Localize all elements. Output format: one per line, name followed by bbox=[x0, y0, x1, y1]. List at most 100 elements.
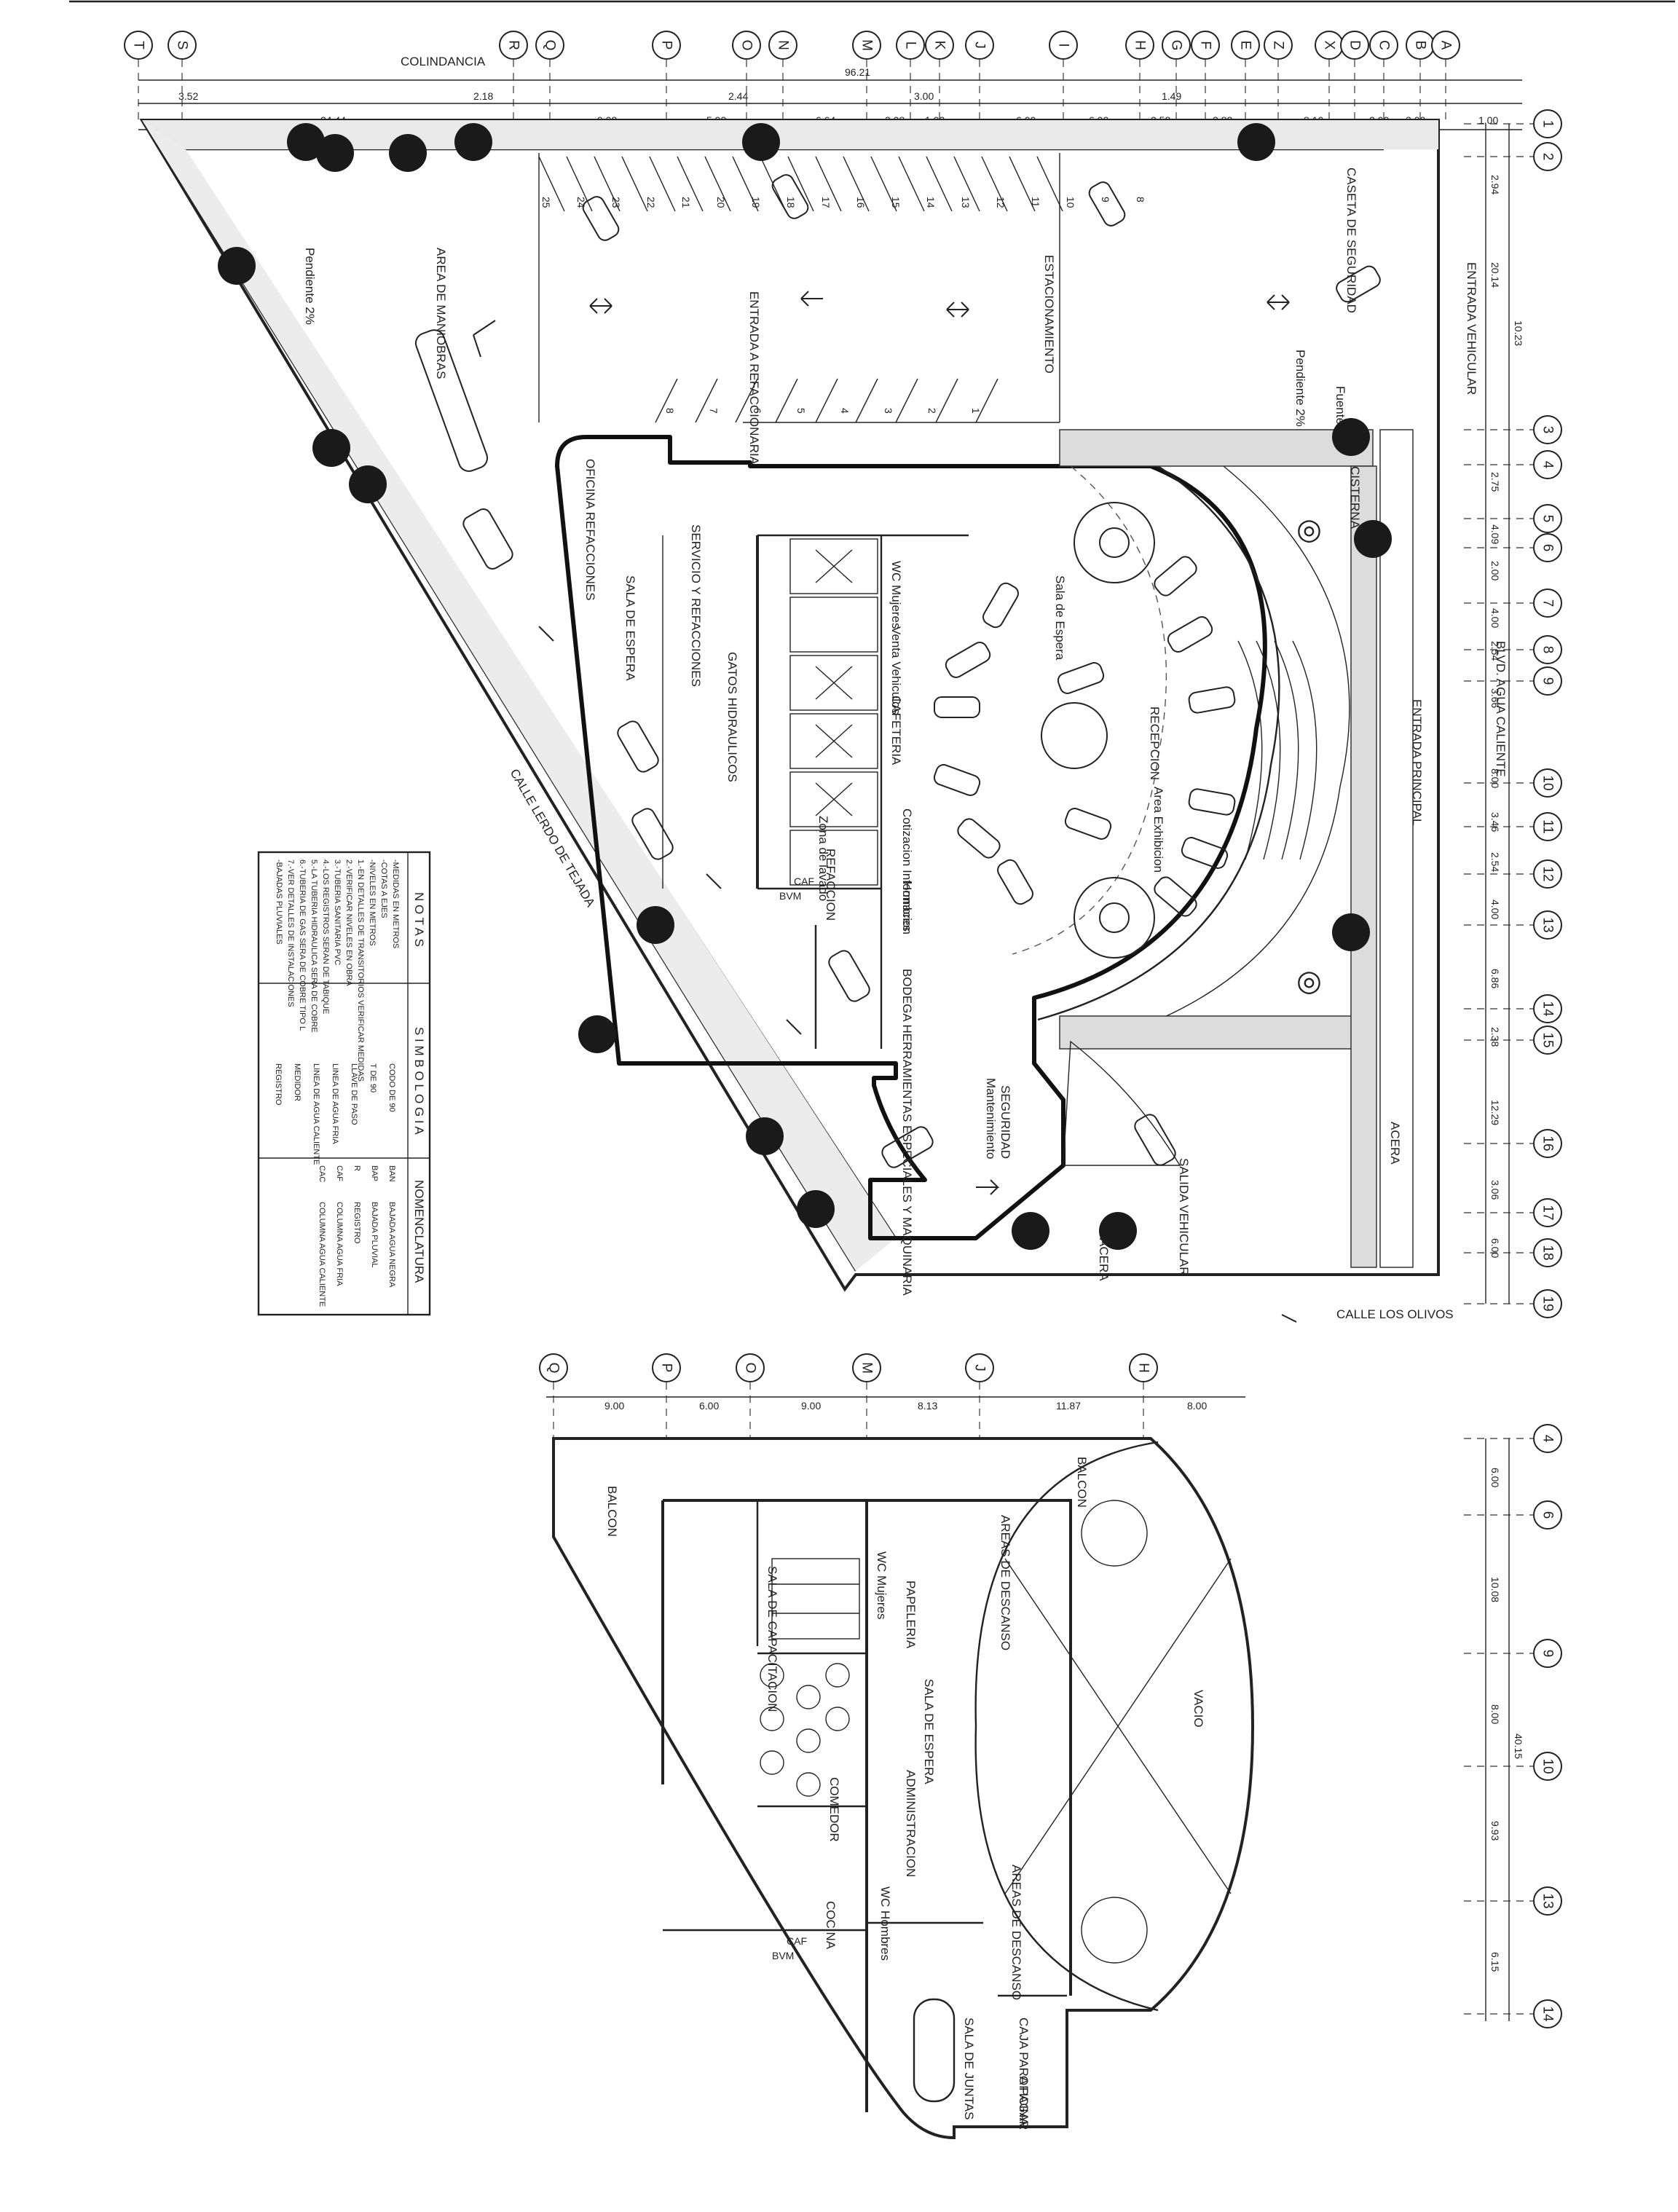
axis-right-17-16-label: 17 bbox=[1540, 1205, 1556, 1220]
stall-number-low-3: 3 bbox=[883, 408, 894, 414]
areas-descanso-top-label: AREAS DE DESCANSO bbox=[998, 1515, 1012, 1650]
cisterna-label: CISTERNA bbox=[1348, 466, 1362, 530]
axis-top-n-6-label: N bbox=[776, 40, 791, 50]
stall-number-17: 17 bbox=[820, 197, 832, 208]
nota-line-8: 6.-TUBERIA DE GAS SERA DE COBRE TIPO L bbox=[298, 859, 307, 1031]
nota-line-7: 5.-LA TUBERIA HIDRAULICA SERA DE COBRE bbox=[310, 859, 318, 1033]
axis-right-7-6-label: 7 bbox=[1540, 599, 1556, 607]
axis-right-19-18-label: 19 bbox=[1540, 1296, 1556, 1311]
oficina-refacciones-label: OFICINA REFACCIONES bbox=[583, 459, 597, 601]
stall-number-21: 21 bbox=[680, 197, 692, 208]
areas-descanso-bottom-label: AREAS DE DESCANSO bbox=[1009, 1865, 1023, 2000]
dim-right-3: 2.75 bbox=[1489, 472, 1501, 492]
axis-right-12-11-label: 12 bbox=[1540, 866, 1556, 881]
nota-line-10: -BAJADAS PLUVIALES bbox=[275, 859, 283, 945]
dim-upper-top-1: 6.00 bbox=[699, 1400, 719, 1412]
tree-12 bbox=[746, 1117, 784, 1155]
axis-upper-right-4-label: 4 bbox=[1540, 1435, 1556, 1443]
axis-top-o-5-label: O bbox=[739, 40, 755, 51]
sala-espera-left-label: SALA DE ESPERA bbox=[623, 575, 637, 681]
stall-number-23: 23 bbox=[610, 197, 622, 208]
axis-right-1-0-label: 1 bbox=[1540, 120, 1556, 128]
axis-right-15-14-label: 15 bbox=[1540, 1032, 1556, 1047]
dining-table-3 bbox=[796, 1685, 821, 1709]
dim-row1-3: 3.00 bbox=[914, 90, 934, 102]
dim-total: 96.21 bbox=[845, 66, 870, 78]
stall-number-low-8: 8 bbox=[664, 408, 676, 414]
axis-upper-right-6: 6 bbox=[1464, 1500, 1562, 1530]
axis-right-16-15-label: 16 bbox=[1540, 1135, 1556, 1151]
axis-right-11-10-label: 11 bbox=[1540, 819, 1556, 834]
stall-number-14: 14 bbox=[925, 197, 937, 208]
entrada-principal-label: ENTRADA PRINCIPAL bbox=[1410, 699, 1424, 826]
axis-right-5-4: 5 bbox=[1464, 504, 1562, 533]
tree-4 bbox=[742, 123, 780, 161]
dim-row2-13: 1.00 bbox=[1478, 114, 1498, 126]
dim-right-12: 4.00 bbox=[1489, 900, 1501, 919]
stall-number-low-2: 2 bbox=[926, 408, 938, 414]
acera-bottom-label: ACERA bbox=[1097, 1238, 1111, 1281]
axis-upper-top-m: M bbox=[852, 1353, 881, 1438]
dim-upper-right-4: 6.15 bbox=[1489, 1952, 1501, 1972]
wc-mujeres-label: WC Mujeres bbox=[889, 561, 903, 629]
dim-upper-top-0: 9.00 bbox=[604, 1400, 624, 1412]
flow-arrows bbox=[473, 291, 1297, 1323]
dining-table-1 bbox=[760, 1707, 784, 1731]
balcon-top-label: BALCON bbox=[1075, 1457, 1089, 1508]
tree-6 bbox=[218, 247, 256, 285]
axis-top-j-10: J bbox=[965, 31, 994, 120]
axis-top-t-0-label: T bbox=[131, 41, 146, 50]
refacciones-label: REFACCION bbox=[824, 849, 838, 921]
axis-top-n-6: N bbox=[768, 31, 797, 120]
bvm-label-upper: BVM bbox=[772, 1950, 794, 1961]
axis-upper-top-j: J bbox=[965, 1353, 994, 1438]
stall-number-low-7: 7 bbox=[708, 408, 720, 414]
axis-top-f-14: F bbox=[1191, 31, 1220, 120]
dim-upper-top-5: 8.00 bbox=[1187, 1400, 1207, 1412]
axis-right-5-4-label: 5 bbox=[1540, 515, 1556, 523]
bodega-label: BODEGA HERRAMIENTAS ESPECIALES Y MAQUINA… bbox=[900, 969, 914, 1296]
cotizacion-label: Cotizacion Informacion bbox=[900, 808, 914, 934]
oficina-label: OFICINA bbox=[1017, 2076, 1031, 2127]
axis-top-g-13: G bbox=[1162, 31, 1191, 120]
stall-number-low-6: 6 bbox=[752, 408, 763, 414]
dim-right-17: 6.00 bbox=[1489, 1238, 1501, 1258]
axis-top-j-10-label: J bbox=[972, 42, 988, 49]
tree-8 bbox=[349, 465, 387, 503]
simbologia-item-4: LINEA DE AGUA CALIENTE bbox=[312, 1063, 320, 1165]
tree-15 bbox=[1099, 1212, 1137, 1250]
axis-top-p-4-label: P bbox=[659, 41, 674, 50]
tree-17 bbox=[578, 1015, 616, 1053]
axis-top-k-9-label: K bbox=[932, 41, 948, 50]
caseta-label: CASETA DE SEGURIDAD bbox=[1344, 168, 1358, 313]
stall-number-low-4: 4 bbox=[839, 408, 851, 414]
nota-line-3: 1.-EN DETALLES DE TRANSITORIOS VERIFICAR… bbox=[356, 859, 365, 1082]
axis-right-2-1-label: 2 bbox=[1540, 153, 1556, 161]
tree-11 bbox=[1332, 913, 1370, 951]
dim-right-14: 2.38 bbox=[1489, 1027, 1501, 1047]
stall-number-19: 19 bbox=[750, 197, 762, 208]
tree-10 bbox=[1354, 520, 1392, 558]
hydraulic-jack-bays bbox=[789, 538, 878, 886]
venta-vehiculos-label: Venta Vehiculos bbox=[889, 626, 903, 715]
axis-right-7-6: 7 bbox=[1464, 589, 1562, 618]
cafeteria-label: CAFETERIA bbox=[889, 696, 903, 765]
dim-upper-right-1: 10.08 bbox=[1489, 1577, 1501, 1602]
notas-title: N O T A S bbox=[412, 892, 426, 947]
axis-upper-right-10-label: 10 bbox=[1540, 1758, 1556, 1774]
stall-number-9: 9 bbox=[1100, 197, 1111, 202]
dim-right-9: 8.00 bbox=[1489, 768, 1501, 788]
nomen-code-3: CAF bbox=[335, 1165, 344, 1181]
meeting-table bbox=[913, 1998, 956, 2103]
axis-right-3-2-label: 3 bbox=[1540, 426, 1556, 434]
nomen-text-4: COLUMNA AGUA CALIENTE bbox=[318, 1202, 326, 1307]
axis-top-i-11: I bbox=[1049, 31, 1078, 120]
dining-table-7 bbox=[825, 1707, 850, 1731]
axis-top-k-9: K bbox=[925, 31, 954, 120]
nomen-code-4: CAC bbox=[318, 1165, 326, 1182]
stall-number-20: 20 bbox=[715, 197, 727, 208]
nota-line-6: 4.-LOS REGISTROS SERAN DE TABIQUE bbox=[321, 859, 330, 1014]
nota-line-9: 7.-VER DETALLES DE INSTALACIONES bbox=[286, 859, 295, 1007]
building-outer-wall bbox=[555, 435, 1267, 1240]
